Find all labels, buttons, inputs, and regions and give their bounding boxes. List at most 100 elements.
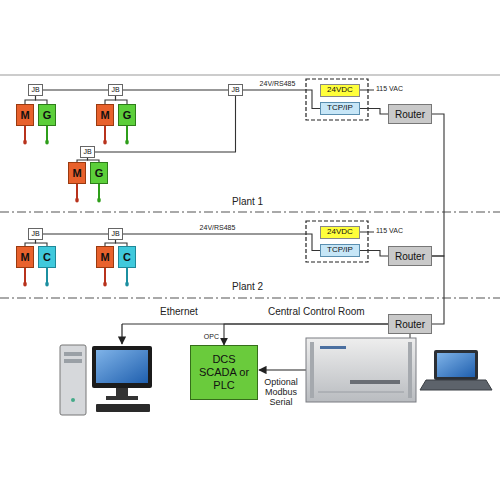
node-text: JB	[111, 230, 119, 238]
node-text: JB	[111, 86, 119, 94]
connector	[432, 114, 444, 256]
node-text: G	[43, 109, 52, 121]
laptop-screen	[437, 353, 475, 377]
node-text: M	[100, 109, 109, 121]
rack-server	[306, 338, 416, 402]
node-text: G	[123, 109, 132, 121]
text-label: Plant 2	[232, 281, 263, 292]
probe-tip	[103, 281, 107, 286]
sensor-box: G	[118, 104, 136, 126]
rack-ear	[408, 342, 412, 398]
power-supply-box: 24VDC	[320, 226, 360, 239]
sensor-probe	[126, 268, 128, 282]
connector	[360, 251, 388, 257]
junction-box: JB	[80, 146, 95, 158]
sensor-box: G	[38, 104, 56, 126]
node-text: Router	[395, 319, 425, 330]
node-text: M	[20, 251, 29, 263]
plant-separator	[0, 211, 500, 212]
sensor-box: M	[68, 162, 86, 184]
modbus-arrow	[259, 369, 306, 370]
sensor-box: M	[16, 104, 34, 126]
server-badge	[320, 346, 346, 349]
node-text: DCS SCADA or PLC	[198, 353, 250, 393]
sensor-box: M	[96, 246, 114, 268]
power-wire	[360, 232, 374, 233]
connector	[95, 96, 236, 152]
connector	[243, 90, 320, 109]
node-text: 24VDC	[327, 86, 353, 95]
probe-tip	[75, 197, 79, 202]
sensor-probe	[24, 126, 26, 140]
sensor-box: C	[118, 246, 136, 268]
node-text: JB	[231, 86, 239, 94]
junction-box: JB	[28, 84, 43, 96]
server-trim	[318, 392, 404, 393]
junction-box: JB	[28, 228, 43, 240]
probe-tip	[45, 139, 49, 144]
sensor-probe	[76, 184, 78, 198]
node-text: C	[43, 251, 51, 263]
connector	[432, 256, 444, 324]
router-box: Router	[388, 104, 432, 124]
server-link	[410, 334, 411, 338]
node-text: JB	[31, 230, 39, 238]
monitor	[92, 346, 152, 388]
edge-label: 24V/RS485	[199, 224, 237, 232]
top-rule	[0, 75, 500, 76]
keyboard	[96, 404, 150, 412]
connector	[123, 89, 228, 90]
sensor-probe	[46, 268, 48, 282]
text-label: 115 VAC	[376, 227, 403, 235]
connector	[25, 96, 36, 104]
probe-tip	[23, 281, 27, 286]
pc-tower	[60, 345, 86, 415]
laptop-lid	[434, 350, 478, 380]
probe-tip	[97, 197, 101, 202]
connector	[123, 234, 320, 251]
junction-box: JB	[108, 228, 123, 240]
sensor-probe	[104, 268, 106, 282]
sensor-probe	[126, 126, 128, 140]
text-label: Central Control Room	[268, 306, 365, 317]
node-text: M	[100, 251, 109, 263]
text-label: Plant 1	[232, 196, 263, 207]
plant-separator	[0, 297, 500, 298]
connector	[224, 324, 388, 345]
connector	[43, 89, 108, 90]
connector	[105, 96, 116, 104]
sensor-probe	[98, 184, 100, 198]
power-enclosure	[306, 221, 368, 262]
probe-tip	[125, 281, 129, 286]
node-text: TCP/IP	[327, 246, 353, 255]
junction-box: JB	[228, 84, 243, 96]
converter-box: TCP/IP	[320, 102, 360, 115]
sensor-probe	[46, 126, 48, 140]
drive-bay	[64, 352, 82, 356]
connector	[36, 96, 48, 104]
node-text: TCP/IP	[327, 104, 353, 113]
node-text: 24VDC	[327, 228, 353, 237]
edge-label: OPC	[203, 333, 220, 341]
server-display	[350, 380, 400, 384]
monitor-stand	[116, 388, 128, 396]
connector	[43, 233, 108, 234]
node-text: Router	[395, 109, 425, 120]
control-system-box: DCS SCADA or PLC	[190, 345, 258, 400]
node-text: M	[72, 167, 81, 179]
pc-arrow	[121, 324, 122, 344]
edge-label: 24V/RS485	[259, 80, 297, 88]
node-text: C	[123, 251, 131, 263]
node-text: M	[20, 109, 29, 121]
rack-ear	[310, 342, 314, 398]
node-text: JB	[31, 86, 39, 94]
drive-bay	[64, 359, 82, 363]
sensor-box: C	[38, 246, 56, 268]
power-wire	[360, 90, 374, 91]
sensor-box: M	[16, 246, 34, 268]
text-label: Ethernet	[160, 306, 198, 317]
sensor-probe	[24, 268, 26, 282]
connector	[360, 109, 388, 115]
node-text: JB	[83, 148, 91, 156]
router-box: Router	[388, 246, 432, 266]
